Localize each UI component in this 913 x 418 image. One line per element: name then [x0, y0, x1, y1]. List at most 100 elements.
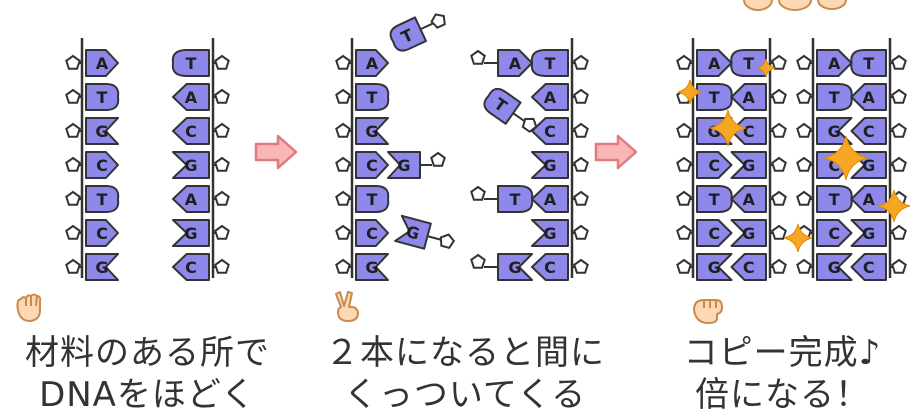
base-block: [355, 253, 389, 281]
base-letter: A: [185, 190, 198, 209]
base-letter: T: [829, 190, 840, 209]
nucleotide-A: A: [730, 83, 767, 111]
sparkle-icon: [756, 58, 776, 78]
peace-sign-hand-icon: [335, 291, 359, 322]
base-block: [85, 151, 119, 179]
base-letter: T: [709, 190, 720, 209]
nucleotide-T: T: [85, 83, 120, 111]
panel3-backbone-left: [676, 38, 695, 278]
phosphate-pentagon: [796, 88, 812, 104]
base-block: [850, 83, 887, 111]
phosphate-pentagon: [573, 122, 589, 138]
base-letter: G: [95, 122, 108, 141]
base-block: [85, 185, 120, 213]
base-block: [850, 117, 887, 145]
nucleotide-C: C: [730, 253, 767, 281]
phosphate-pentagon: [771, 224, 787, 240]
phosphate-pentagon: [676, 258, 692, 274]
nucleotide-T: T: [850, 49, 887, 77]
base-block: [355, 49, 389, 77]
base-letter: C: [544, 122, 556, 141]
base-letter: G: [828, 258, 841, 277]
panel2-right-backbone: [570, 38, 589, 278]
nucleotide-C: C: [172, 253, 210, 281]
base-block: [531, 253, 569, 281]
nucleotide-T: T: [530, 49, 569, 77]
base-letter: C: [185, 258, 197, 277]
base-block: [850, 219, 887, 247]
phosphate-pentagon: [796, 190, 812, 206]
caption-step-3-line1: コピー完成♪: [683, 333, 882, 373]
base-letter: A: [863, 88, 876, 107]
nucleotide-G: G: [355, 253, 389, 281]
sugar-link: [512, 112, 526, 123]
nucleotide-C: C: [85, 219, 119, 247]
phosphate-pentagon: [676, 122, 692, 138]
phosphate-pentagon: [521, 117, 538, 133]
base-letter: T: [863, 54, 874, 73]
base-letter: A: [708, 54, 721, 73]
phosphate-pentagon: [771, 258, 787, 274]
base-letter: G: [95, 258, 108, 277]
phosphate-pentagon: [65, 122, 81, 138]
base-letter: G: [404, 222, 422, 244]
panel1-left-backbone: [65, 38, 84, 278]
phosphate-pentagon: [335, 54, 351, 70]
nucleotide-G: G: [816, 117, 853, 145]
base-letter: C: [708, 156, 720, 175]
base-block: [389, 16, 427, 52]
phosphate-pentagon: [65, 190, 81, 206]
caption-step-1-line1: 材料のある所で: [25, 333, 270, 373]
sparkle-icon: [877, 189, 911, 223]
base-block: [816, 219, 853, 247]
sugar-link: [420, 22, 434, 31]
base-letter: C: [366, 224, 378, 243]
nucleotide-A: A: [355, 49, 389, 77]
nucleotide-G: G: [355, 117, 389, 145]
phosphate-pentagon: [796, 54, 812, 70]
nucleotide-G: G: [730, 219, 767, 247]
phosphate-pentagon: [65, 88, 81, 104]
phosphate-pentagon: [676, 190, 692, 206]
base-letter: A: [544, 190, 557, 209]
nucleotide-A: A: [497, 49, 533, 77]
base-block: [394, 214, 432, 250]
free-nucleotide: T: [483, 87, 538, 133]
base-block: [85, 219, 119, 247]
base-letter: A: [544, 88, 557, 107]
nucleotide-C: C: [696, 219, 733, 247]
phosphate-pentagon: [573, 54, 589, 70]
phosphate-pentagon: [676, 156, 692, 172]
nucleotide-C: C: [816, 219, 853, 247]
base-letter: T: [97, 190, 108, 209]
caption-step-1: 材料のある所で DNAをほどく: [5, 332, 290, 416]
phosphate-pentagon: [771, 190, 787, 206]
nucleotide-C: C: [355, 219, 389, 247]
nucleotide-A: A: [172, 83, 210, 111]
nucleotide-T: T: [171, 49, 210, 77]
right-arrow: [254, 134, 298, 170]
nucleotide-G: G: [497, 253, 533, 281]
base-letter: C: [366, 156, 378, 175]
base-block: [696, 219, 733, 247]
base-letter: C: [863, 258, 875, 277]
nucleotide-G: G: [172, 219, 210, 247]
phosphate-pentagon: [796, 122, 812, 138]
phosphate-pentagon: [573, 190, 589, 206]
nucleotide-G: G: [816, 253, 853, 281]
base-block: [171, 49, 210, 77]
panel3-backbone-left: [796, 38, 815, 278]
phosphate-pentagon: [214, 258, 230, 274]
base-letter: G: [543, 224, 556, 243]
phosphate-pentagon: [214, 190, 230, 206]
waving-hand-icon: [16, 293, 42, 322]
base-block: [355, 185, 390, 213]
phosphate-pentagon: [796, 156, 812, 172]
sugar-link: [427, 235, 442, 241]
phosphate-pentagon: [573, 156, 589, 172]
free-nucleotide: T: [389, 13, 446, 52]
phosphate-pentagon: [214, 156, 230, 172]
base-block: [85, 117, 119, 145]
panel3-backbone-right: [888, 38, 907, 278]
nucleotide-T: T: [816, 83, 853, 111]
